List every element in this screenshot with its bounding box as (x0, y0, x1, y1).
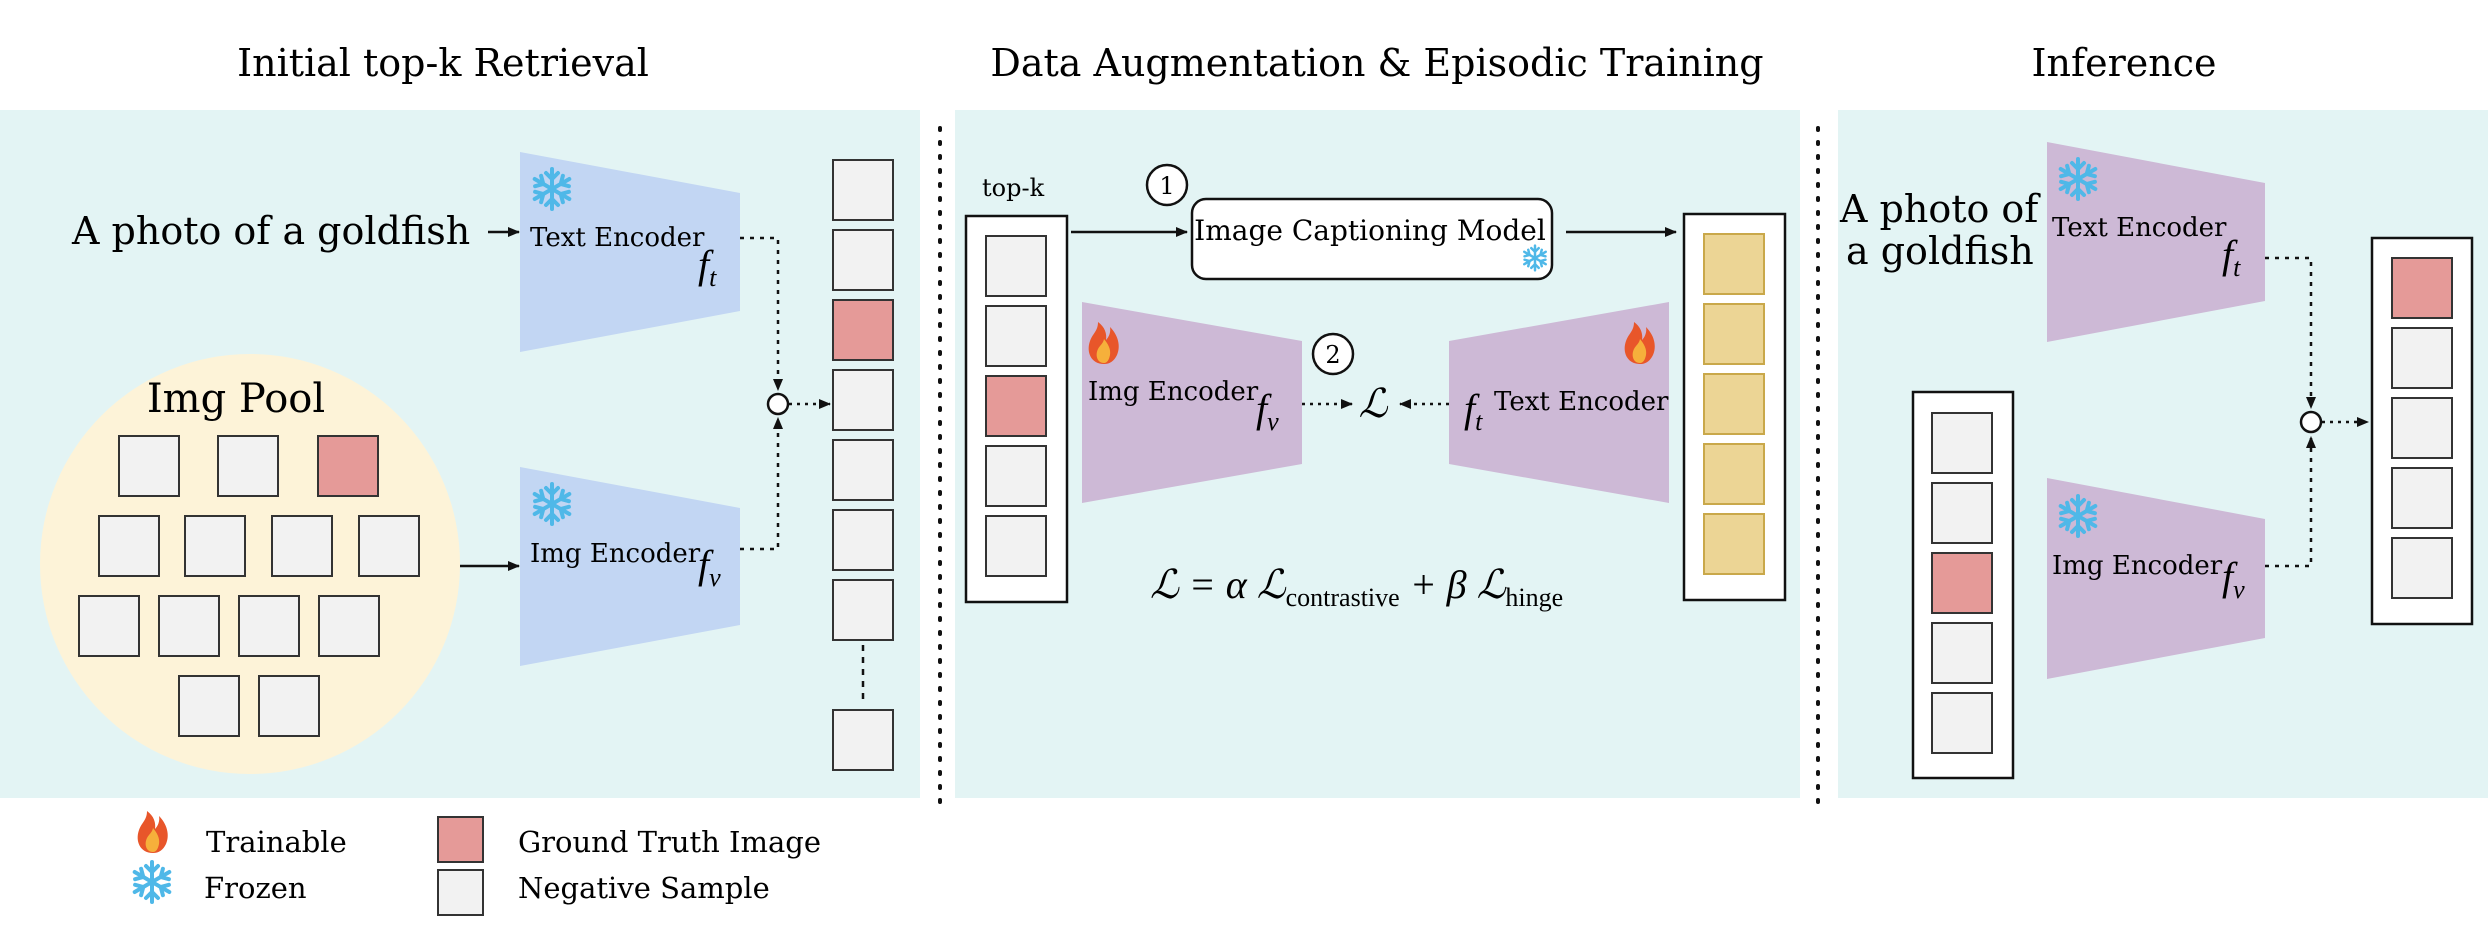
caption-item (1703, 373, 1765, 435)
inference-similarity-node (2299, 410, 2323, 434)
img-pool-label: Img Pool (147, 376, 325, 422)
ranked-image-ground-truth (832, 299, 894, 361)
caption-item (1703, 303, 1765, 365)
title-retrieval: Initial top-k Retrieval (237, 41, 649, 85)
img-feature-connector (740, 417, 783, 551)
ranked-image (2391, 397, 2453, 459)
inference-ranked-images (2391, 257, 2453, 599)
ranked-image (2391, 467, 2453, 529)
topk-image (985, 445, 1047, 507)
ranked-image (2391, 327, 2453, 389)
inference-img-encoder-label: Img Encoder (2052, 551, 2223, 581)
candidate-image-ground-truth (1931, 552, 1993, 614)
pool-image (271, 515, 333, 577)
pool-image (217, 435, 279, 497)
candidate-image (1931, 412, 1993, 474)
ranked-image-ground-truth (2391, 257, 2453, 319)
pool-image-ground-truth (317, 435, 379, 497)
retrieval-img-encoder (520, 467, 740, 666)
candidate-image (1931, 482, 1993, 544)
step-2-badge (1311, 332, 1355, 376)
ranked-image (832, 579, 894, 641)
pool-image (98, 515, 160, 577)
step-1-number: 1 (1159, 172, 1174, 200)
flame-icon (137, 811, 168, 853)
topk-image (985, 235, 1047, 297)
loss-formula: ℒ = α ℒcontrastive + β ℒhinge (1150, 562, 1563, 612)
retrieval-query-text: A photo of a goldfish (71, 209, 470, 253)
retrieval-text-encoder (520, 152, 740, 352)
similarity-node (766, 392, 790, 416)
pool-image (178, 675, 240, 737)
retrieval-ranking-list (832, 159, 894, 771)
pool-image (358, 515, 420, 577)
inference-query-line1: A photo of (1839, 187, 2041, 231)
pool-image (184, 515, 246, 577)
candidate-image (1931, 692, 1993, 754)
img-pool-images (78, 435, 420, 737)
captioning-model-label: Image Captioning Model (1194, 214, 1546, 247)
topk-label: top-k (982, 174, 1045, 202)
candidate-image (1931, 622, 1993, 684)
step-1-badge (1145, 163, 1189, 207)
topk-image-ground-truth (985, 375, 1047, 437)
legend-trainable: Trainable (206, 825, 347, 859)
retrieval-img-encoder-label: Img Encoder (530, 539, 701, 569)
training-text-encoder (1449, 302, 1669, 503)
topk-image (985, 515, 1047, 577)
legend-negative-swatch (437, 869, 484, 916)
ranked-image (2391, 537, 2453, 599)
caption-item (1703, 233, 1765, 295)
training-img-encoder-label: Img Encoder (1088, 377, 1259, 407)
legend: Trainable Frozen Ground Truth Image Nega… (132, 811, 821, 916)
ranked-image (832, 509, 894, 571)
legend-negative: Negative Sample (518, 871, 770, 905)
ranked-image (832, 439, 894, 501)
title-training: Data Augmentation & Episodic Training (990, 41, 1763, 85)
pool-image (78, 595, 140, 657)
text-feature-connector (740, 236, 783, 391)
caption-item (1703, 513, 1765, 575)
ranked-image (832, 229, 894, 291)
topk-images (985, 235, 1047, 577)
topk-image (985, 305, 1047, 367)
snowflake-icon (132, 860, 172, 904)
inference-text-encoder (2047, 142, 2265, 342)
pool-image (238, 595, 300, 657)
inference-text-encoder-label: Text Encoder (2052, 213, 2227, 243)
legend-frozen: Frozen (204, 871, 307, 905)
step-2-number: 2 (1325, 341, 1340, 369)
inference-img-encoder (2047, 478, 2265, 679)
pool-image (118, 435, 180, 497)
ranked-image (832, 709, 894, 771)
legend-ground-truth-swatch (437, 816, 484, 863)
caption-items (1703, 233, 1765, 575)
inference-candidate-images (1931, 412, 1993, 754)
caption-item (1703, 443, 1765, 505)
retrieval-text-encoder-label: Text Encoder (530, 223, 705, 253)
inference-query-line2: a goldfish (1846, 229, 2034, 273)
training-img-encoder (1082, 302, 1302, 503)
ranked-image (832, 159, 894, 221)
pool-image (158, 595, 220, 657)
legend-ground-truth: Ground Truth Image (518, 825, 821, 859)
inference-img-connector (2265, 436, 2316, 568)
captioning-model-box (1190, 197, 1554, 281)
pool-image (258, 675, 320, 737)
ranked-image (832, 369, 894, 431)
training-text-encoder-label: Text Encoder (1494, 387, 1669, 417)
pool-image (318, 595, 380, 657)
title-inference: Inference (2032, 41, 2217, 85)
loss-symbol: ℒ (1359, 381, 1389, 426)
